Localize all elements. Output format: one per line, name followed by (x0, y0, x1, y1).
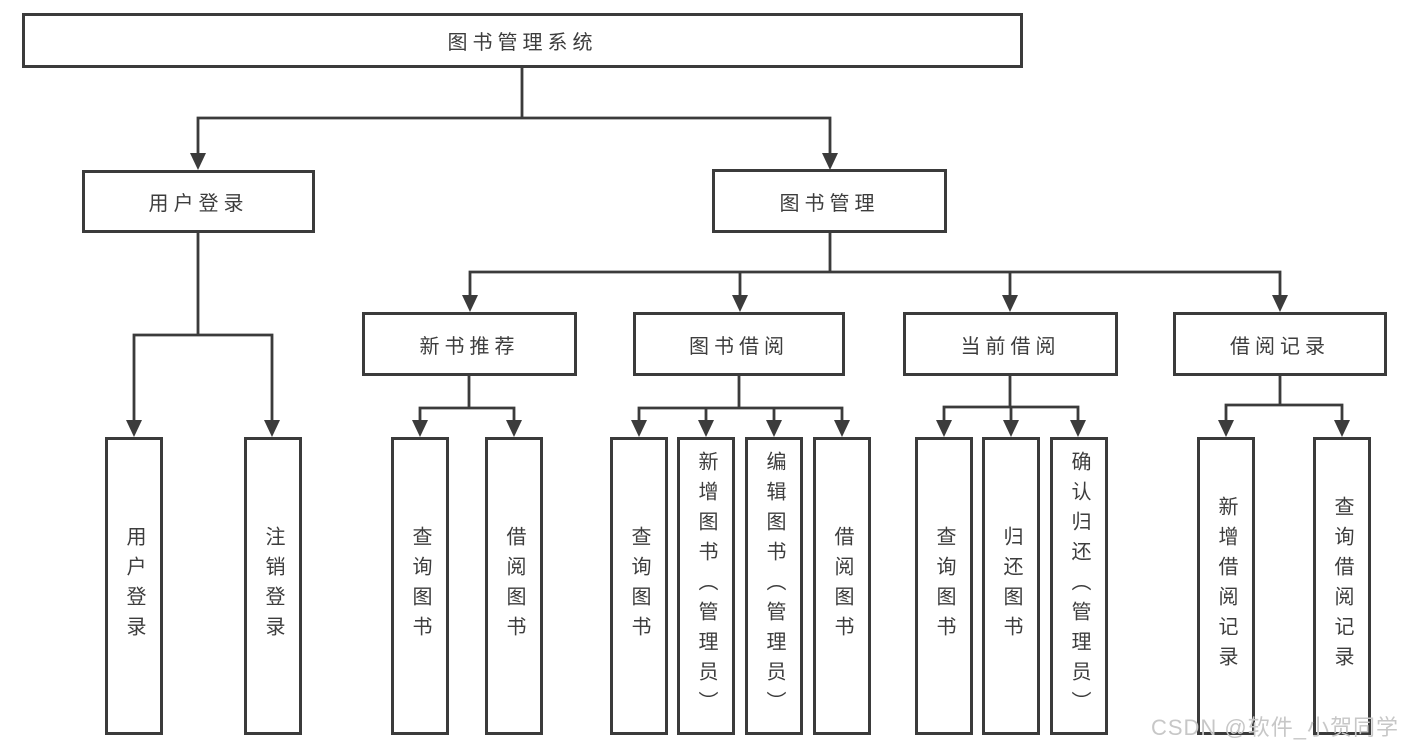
leaf-query-borrow-record: 查询借阅记录 (1313, 437, 1371, 735)
node-book-borrow: 图书借阅 (633, 312, 845, 376)
arrowhead-icon (631, 420, 647, 437)
arrowhead-icon (936, 420, 952, 437)
leaf-borrow-book-2: 借阅图书 (813, 437, 871, 735)
arrowhead-icon (1218, 420, 1234, 437)
arrowhead-icon (412, 420, 428, 437)
leaf-query-book-2: 查询图书 (610, 437, 668, 735)
arrowhead-icon (506, 420, 522, 437)
leaf-user-login: 用户登录 (105, 437, 163, 735)
arrowhead-icon (126, 420, 142, 437)
arrowhead-icon (190, 153, 206, 170)
connector-path (132, 66, 1344, 426)
leaf-borrow-book-1: 借阅图书 (485, 437, 543, 735)
leaf-logout: 注销登录 (244, 437, 302, 735)
arrowhead-icon (1070, 420, 1086, 437)
arrowhead-icon (766, 420, 782, 437)
arrowhead-icon (1334, 420, 1350, 437)
arrowhead-icon (462, 295, 478, 312)
arrowhead-icon (834, 420, 850, 437)
leaf-add-borrow-record: 新增借阅记录 (1197, 437, 1255, 735)
node-book-management: 图书管理 (712, 169, 947, 233)
leaf-query-book-1: 查询图书 (391, 437, 449, 735)
node-borrow-record: 借阅记录 (1173, 312, 1387, 376)
leaf-add-book-admin: 新增图书（管理员） (677, 437, 735, 735)
arrowhead-icon (1002, 295, 1018, 312)
arrowhead-icon (698, 420, 714, 437)
node-current-borrow: 当前借阅 (903, 312, 1118, 376)
node-new-book-recommend: 新书推荐 (362, 312, 577, 376)
leaf-confirm-return-admin: 确认归还（管理员） (1050, 437, 1108, 735)
arrowhead-icon (1272, 295, 1288, 312)
node-root: 图书管理系统 (22, 13, 1023, 68)
leaf-return-book: 归还图书 (982, 437, 1040, 735)
arrowhead-icon (732, 295, 748, 312)
arrowhead-icon (1003, 420, 1019, 437)
arrowhead-icon (264, 420, 280, 437)
arrowhead-icon (822, 153, 838, 170)
node-user-login: 用户登录 (82, 170, 315, 233)
leaf-query-book-3: 查询图书 (915, 437, 973, 735)
leaf-edit-book-admin: 编辑图书（管理员） (745, 437, 803, 735)
csdn-watermark: CSDN @软件_小贺同学 (1150, 715, 1399, 740)
